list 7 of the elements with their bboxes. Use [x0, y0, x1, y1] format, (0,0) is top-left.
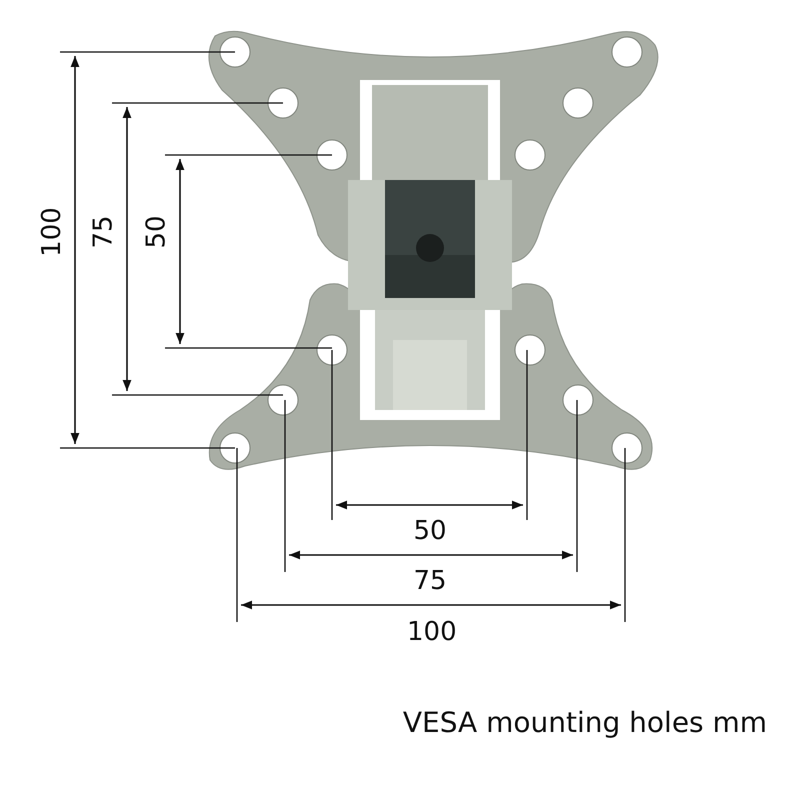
dimension-value: 100 — [38, 207, 65, 257]
dimension-value: 100 — [407, 619, 457, 645]
dimension-value: 75 — [414, 568, 447, 594]
dimension-value: 75 — [90, 215, 116, 249]
caption-text: VESA mounting holes mm — [402, 707, 768, 740]
dimension-value: 50 — [143, 215, 170, 249]
dimension-value: 50 — [414, 518, 447, 544]
